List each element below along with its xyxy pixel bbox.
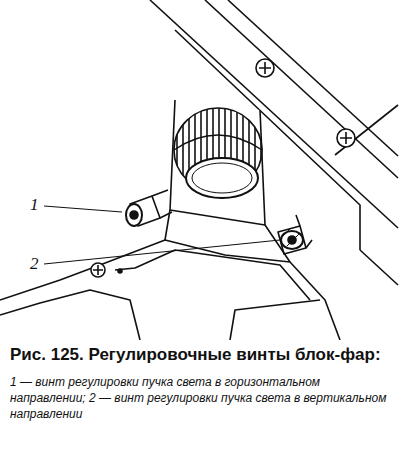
leader-line bbox=[44, 206, 122, 212]
callout-number: 2 bbox=[30, 255, 39, 273]
housing bbox=[0, 240, 340, 340]
figure-caption: Рис. 125. Регулировочные винты блок-фар: bbox=[10, 344, 390, 366]
adjusting-screw bbox=[278, 215, 312, 254]
plate-edge bbox=[150, 0, 398, 228]
plate-edge bbox=[335, 105, 398, 155]
adjusting-screw bbox=[126, 190, 172, 226]
callout-number: 1 bbox=[30, 196, 39, 214]
plate-edge bbox=[360, 250, 398, 285]
housing bbox=[165, 210, 290, 262]
housing bbox=[115, 250, 310, 300]
lamp-cap bbox=[170, 105, 270, 198]
leader-line bbox=[44, 240, 280, 264]
caption-legend: 1 — винт регулировки пучка света в гориз… bbox=[10, 374, 388, 422]
headlight-illustration bbox=[0, 0, 400, 340]
housing-screw bbox=[91, 263, 105, 277]
housing bbox=[230, 300, 320, 340]
plate-screw bbox=[337, 129, 355, 147]
plate-screw bbox=[256, 59, 274, 77]
housing bbox=[0, 290, 140, 340]
